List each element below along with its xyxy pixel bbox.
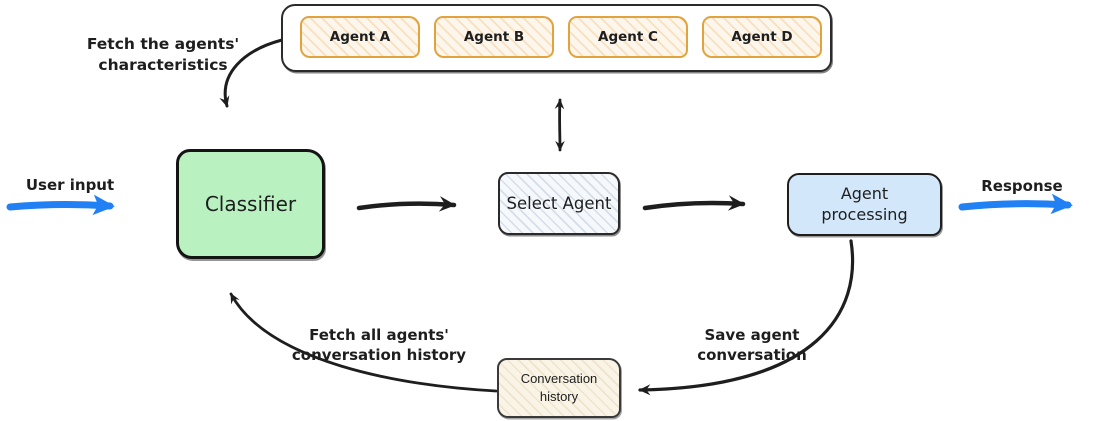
response-annotation: Response [981,177,1063,195]
select-agent-to-processing-arrow [642,195,746,211]
select-agent-node: Select Agent [498,172,620,235]
agent-b-label: Agent B [463,29,525,45]
fetch-history-annotation: Fetch all agents' conversation history [291,326,467,365]
agent-a-label: Agent A [329,29,391,45]
classifier-to-select-agent-arrow [356,196,457,212]
user-input-arrow [6,194,115,216]
agent-a-node: Agent A [300,16,420,58]
agent-processing-node: Agent processing [787,173,942,236]
agent-c-label: Agent C [598,29,658,45]
save-conversation-annotation: Save agent conversation [697,326,807,365]
conversation-history-node: Conversation history [497,358,621,418]
select-agent-label: Select Agent [506,194,612,213]
agent-d-node: Agent D [702,16,822,58]
agent-b-node: Agent B [434,16,554,58]
classifier-label: Classifier [204,192,297,216]
processing-to-history-arrow [638,239,855,396]
conversation-history-label: Conversation history [520,371,598,404]
agent-c-node: Agent C [568,16,688,58]
fetch-characteristics-arrow [219,38,284,108]
agent-d-label: Agent D [731,29,793,45]
classifier-node: Classifier [176,149,325,259]
history-to-classifier-arrow [229,292,498,393]
agent-processing-label: Agent processing [821,183,908,224]
response-arrow [958,193,1073,215]
user-input-annotation: User input [25,176,115,194]
fetch-characteristics-annotation: Fetch the agents' characteristics [86,35,240,74]
